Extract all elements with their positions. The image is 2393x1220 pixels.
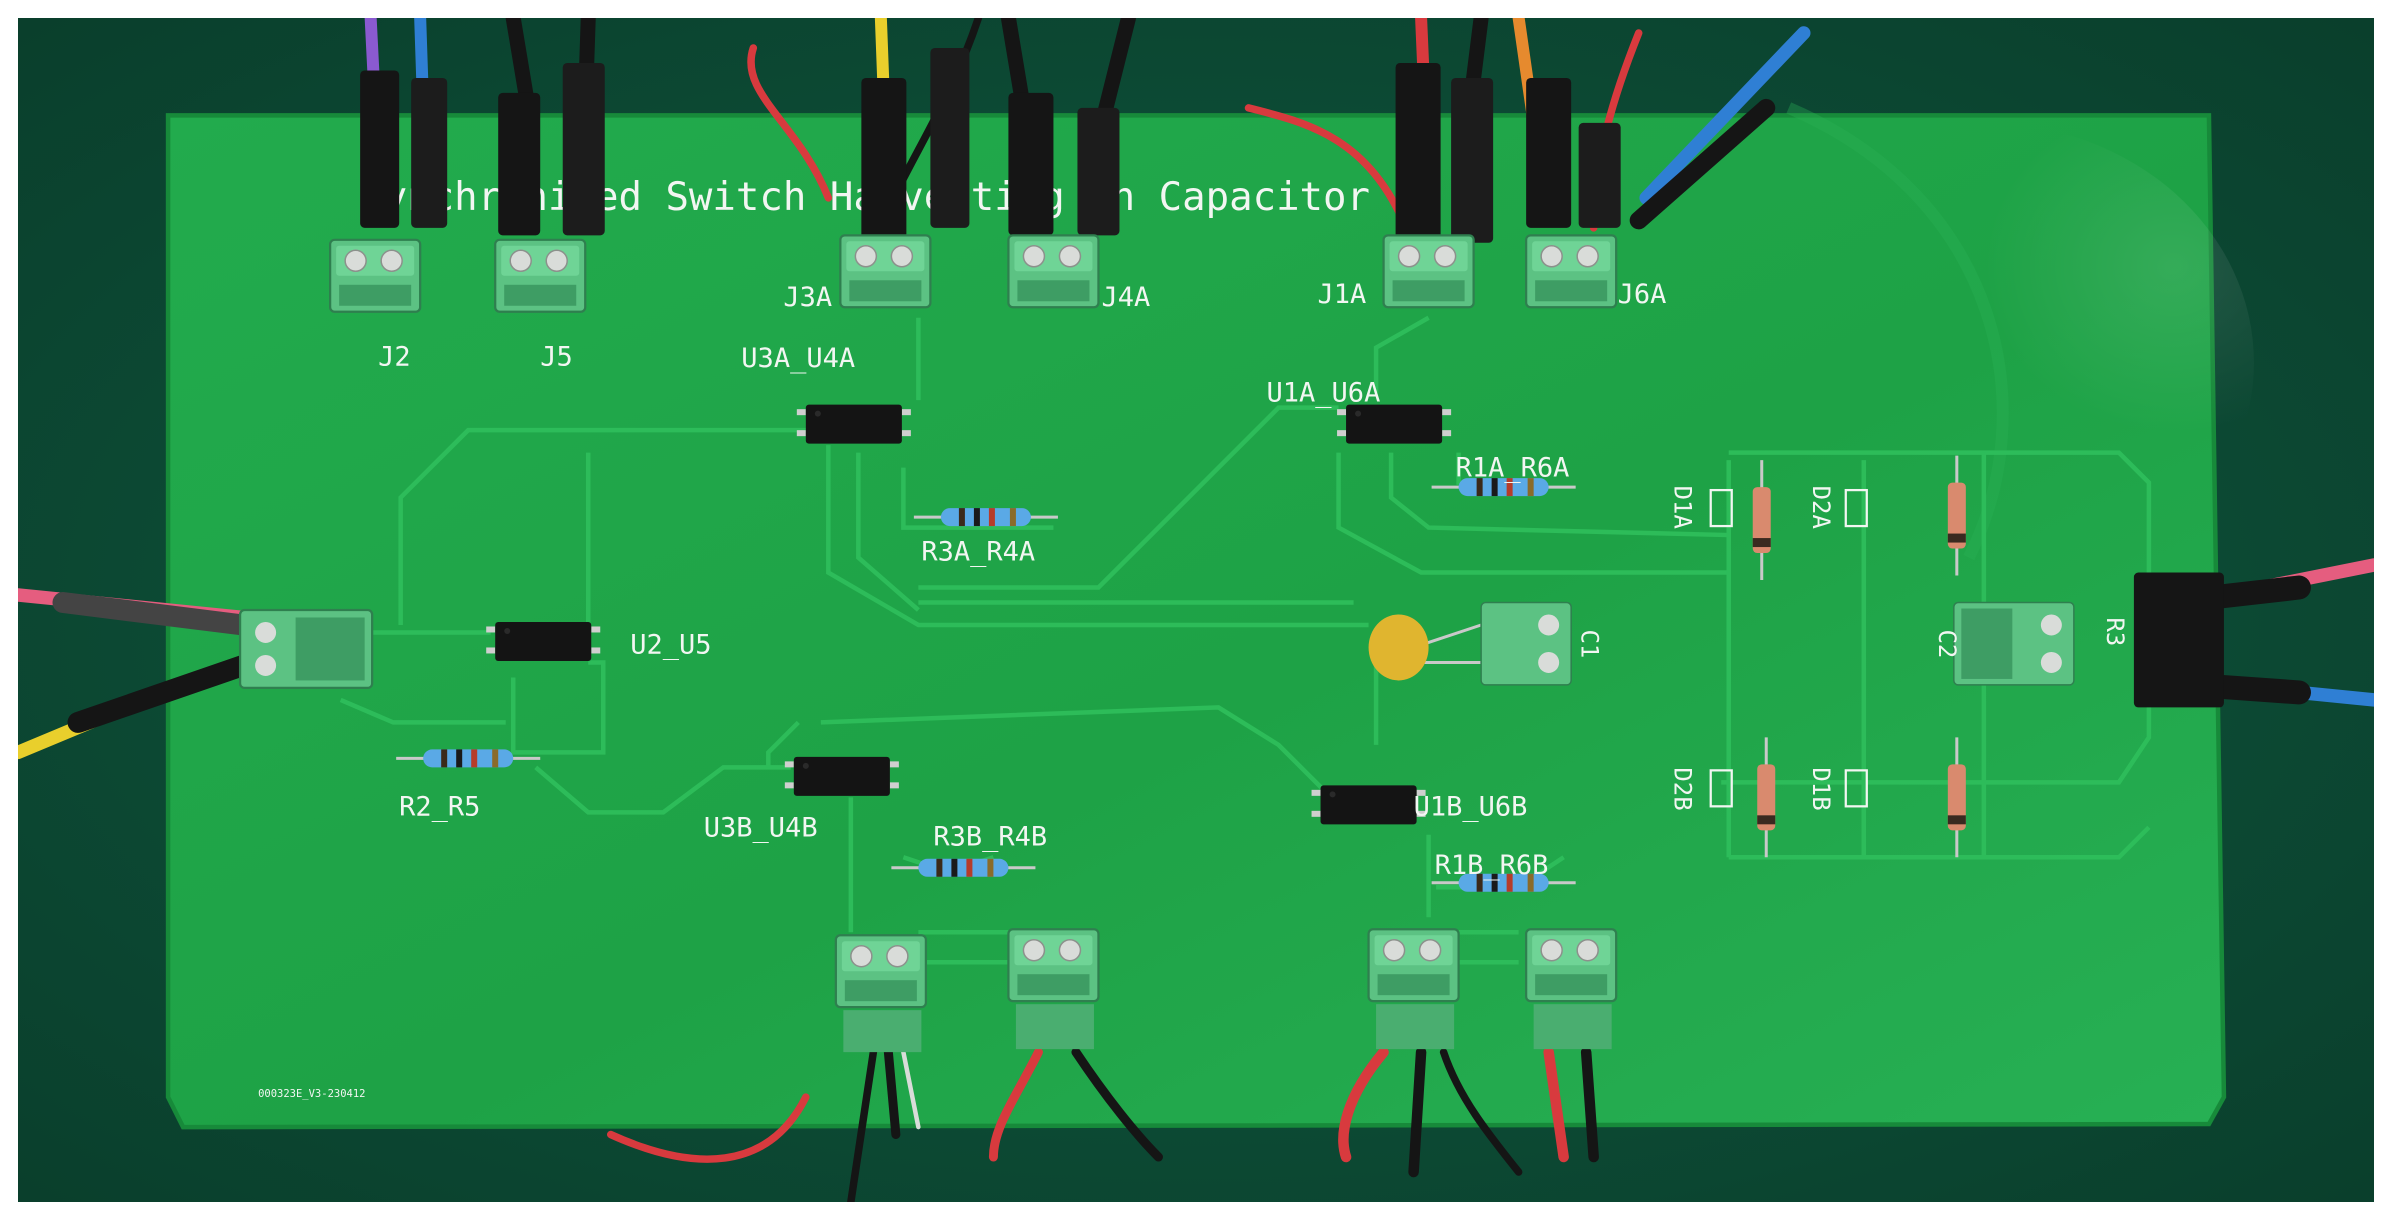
label-u1a-u6a: U1A_U6A [1267, 378, 1381, 409]
bottom-wires [607, 1046, 1599, 1202]
terminal-j4a [1007, 234, 1100, 309]
connector-right [2133, 572, 2224, 708]
terminal-bottom-3 [1367, 928, 1460, 1003]
terminal-bottom-4 [1525, 928, 1618, 1003]
label-c2: C2 [1933, 629, 1961, 658]
terminal-bottom-2 [1007, 928, 1100, 1003]
label-j6a: J6A [1618, 279, 1667, 310]
label-d2b: D2B [1669, 767, 1697, 810]
terminal-j6a [1525, 234, 1618, 309]
label-r2-r5: R2_R5 [399, 791, 480, 822]
label-u1b-u6b: U1B_U6B [1414, 791, 1528, 822]
revision-mark: 000323E_V3-230412 [258, 1088, 365, 1100]
optocoupler-u2-u5 [486, 621, 601, 661]
label-r3a-r4a: R3A_R4A [921, 537, 1035, 568]
optocoupler-u3a-u4a [796, 404, 911, 444]
terminal-bottom-1 [834, 934, 928, 1009]
top-housings [360, 47, 1621, 243]
optocoupler-u3b-u4b [784, 756, 899, 796]
label-d2a: D2A [1807, 486, 1835, 529]
label-j3a: J3A [783, 282, 832, 313]
label-c1: C1 [1576, 629, 1604, 658]
optocoupler-u1b-u6b [1311, 785, 1426, 825]
optocoupler-u1a-u6a [1337, 404, 1452, 444]
pcb-photo: Synchronized Switch Harvesting on Capaci… [18, 18, 2374, 1202]
capacitor-c1 [1368, 601, 1572, 686]
label-u2-u5: U2_U5 [630, 629, 711, 660]
label-j4a: J4A [1101, 282, 1150, 313]
label-u3a-u4a: U3A_U4A [741, 343, 855, 374]
label-r1a-r6a: R1A_R6A [1456, 453, 1570, 484]
terminal-j5 [494, 238, 587, 313]
label-r1b-r6b: R1B_R6B [1435, 850, 1549, 881]
left-wires [18, 588, 254, 760]
label-j1a: J1A [1318, 279, 1367, 310]
terminal-j1a [1382, 234, 1475, 309]
label-d1b: D1B [1807, 767, 1835, 810]
terminal-c2 [1953, 601, 2075, 686]
label-j5: J5 [540, 342, 573, 373]
terminal-input-left [238, 608, 374, 690]
label-d1a: D1A [1669, 486, 1697, 529]
label-u3b-u4b: U3B_U4B [704, 812, 818, 843]
terminal-j3a [839, 234, 932, 309]
label-j2: J2 [378, 342, 411, 373]
pcb-board [165, 113, 2227, 1130]
terminal-j2 [329, 238, 422, 313]
label-r3b-r4b: R3B_R4B [933, 821, 1047, 852]
label-r3: R3 [2101, 617, 2129, 646]
